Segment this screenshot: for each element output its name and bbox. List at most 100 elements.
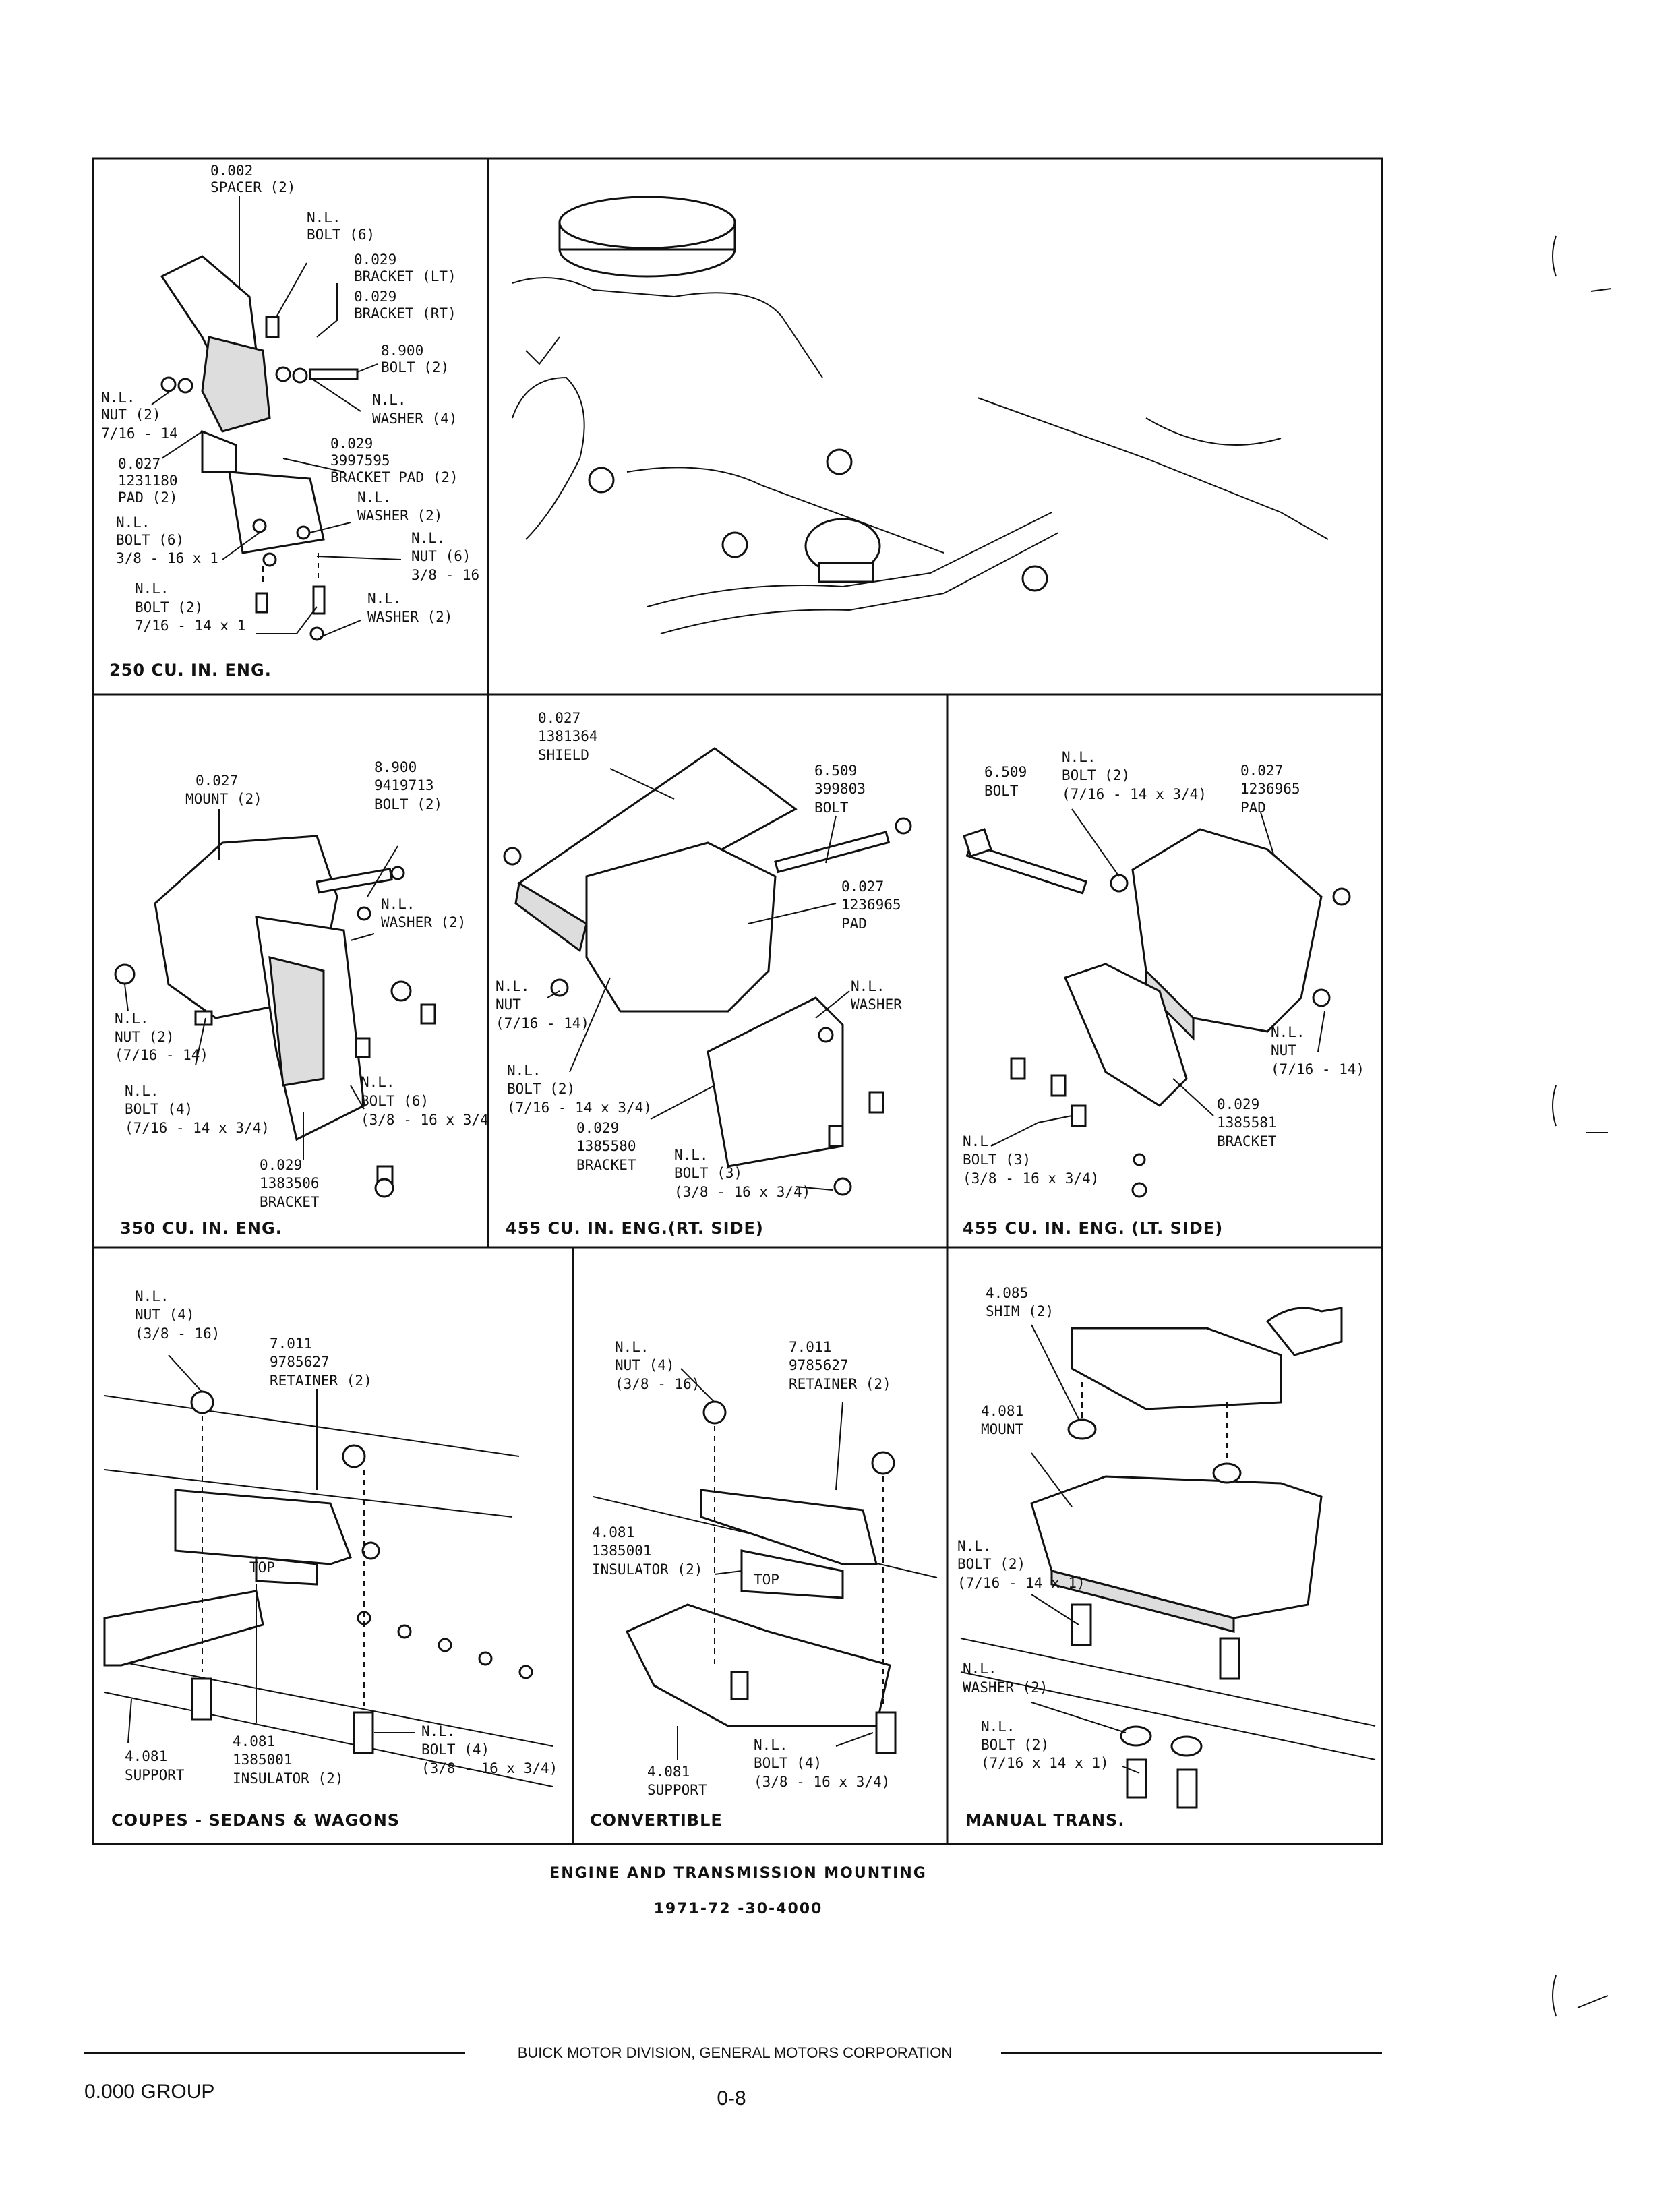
label: 1231180 xyxy=(118,473,178,489)
label: WASHER (2) xyxy=(381,914,466,930)
crossmember-convertible-drawing: TOP xyxy=(593,1400,938,1754)
panel-overview xyxy=(512,196,1329,634)
label: 0.029 xyxy=(354,289,396,305)
label: 399803 xyxy=(814,781,866,797)
label: PAD xyxy=(841,916,867,932)
label: BOLT (3) xyxy=(963,1152,1031,1168)
binder-marks xyxy=(1552,235,1612,2017)
panel-frames xyxy=(92,157,1383,1845)
label: MOUNT xyxy=(981,1421,1024,1437)
label: N.L. xyxy=(615,1339,649,1355)
bracket-250-drawing xyxy=(160,255,359,641)
label: (7/16 - 14 x 3/4) xyxy=(1062,786,1207,802)
label: SUPPORT xyxy=(125,1767,185,1783)
labels-coupe: N.L. NUT (4) (3/8 - 16) 7.011 9785627 RE… xyxy=(125,1288,558,1787)
label: WASHER (2) xyxy=(963,1679,1048,1696)
panel-caption: 250 CU. IN. ENG. xyxy=(109,661,272,680)
label: 3/8 - 16 xyxy=(411,567,479,583)
label: 0.027 xyxy=(841,878,884,895)
label: N.L. xyxy=(957,1538,992,1554)
label: N.L. xyxy=(507,1063,541,1079)
label: N.L. xyxy=(496,978,530,994)
label: PAD xyxy=(1240,800,1266,816)
mount-455-lt-drawing xyxy=(963,828,1351,1198)
label: N.L. xyxy=(115,1011,149,1027)
label: SHIELD xyxy=(538,747,589,763)
panel-caption: 350 CU. IN. ENG. xyxy=(120,1219,282,1238)
label: (3/8 - 16) xyxy=(135,1325,220,1342)
labels-455-rt: 0.027 1381364 SHIELD 6.509 399803 BOLT 0… xyxy=(496,710,902,1200)
label: (7/16 - 14) xyxy=(496,1015,589,1032)
label: BOLT xyxy=(814,800,849,816)
label: SUPPORT xyxy=(647,1782,707,1798)
label: 1381364 xyxy=(538,728,598,744)
label: BOLT (4) xyxy=(754,1755,822,1771)
page-subtitle: 1971-72 -30-4000 xyxy=(654,1901,823,1917)
label: (3/8 - 16 x 3/4 xyxy=(361,1112,489,1128)
footer-group: 0.000 GROUP xyxy=(84,2081,214,2103)
label: N.L. xyxy=(411,530,446,546)
label: 1385580 xyxy=(576,1138,636,1154)
label: NUT (6) xyxy=(411,548,471,564)
label: 1383506 xyxy=(260,1175,320,1191)
label: 0.002 xyxy=(210,162,253,179)
top-mark: TOP xyxy=(754,1572,779,1588)
label: INSULATOR (2) xyxy=(233,1770,343,1787)
label: 0.029 xyxy=(576,1120,619,1136)
label: BRACKET (RT) xyxy=(354,305,456,322)
label: N.L. xyxy=(125,1083,159,1099)
label: (3/8 - 16 x 3/4) xyxy=(963,1170,1099,1187)
leaders-coupe xyxy=(127,1354,415,1743)
leaders-455-lt xyxy=(990,808,1325,1147)
label: RETAINER (2) xyxy=(270,1373,372,1389)
label: BOLT (3) xyxy=(674,1165,742,1181)
label: N.L. xyxy=(361,1074,395,1090)
panel-350: 0.027 MOUNT (2) 8.900 9419713 BOLT (2) N… xyxy=(114,759,489,1238)
label: 0.027 xyxy=(1240,763,1283,779)
panel-convertible: TOP N.L. NUT (4) (3/8 - 16) 7.011 978562… xyxy=(590,1339,938,1830)
label: (3/8 - 16 x 3/4) xyxy=(421,1760,558,1776)
label: WASHER (4) xyxy=(372,411,457,427)
label: BRACKET xyxy=(1217,1133,1277,1149)
label: 0.027 xyxy=(538,710,580,726)
label: 4.081 xyxy=(233,1733,275,1750)
panel-manual: 4.085 SHIM (2) 4.081 MOUNT N.L. BOLT (2)… xyxy=(957,1285,1376,1830)
panel-caption: CONVERTIBLE xyxy=(590,1811,723,1830)
leaders-455-rt xyxy=(547,768,850,1191)
label: 9419713 xyxy=(374,777,434,794)
label: 1236965 xyxy=(1240,781,1300,797)
label: NUT xyxy=(496,996,521,1013)
label: RETAINER (2) xyxy=(789,1376,891,1392)
labels-250: 0.002 SPACER (2) N.L. BOLT (6) 0.029 BRA… xyxy=(101,162,479,634)
labels-455-lt: 6.509 BOLT N.L. BOLT (2) (7/16 - 14 x 3/… xyxy=(963,749,1364,1187)
page-title: ENGINE AND TRANSMISSION MOUNTING xyxy=(549,1865,927,1882)
label: 4.081 xyxy=(125,1748,167,1764)
label: 0.029 xyxy=(330,436,373,452)
label: NUT xyxy=(1271,1042,1296,1058)
footer-company: BUICK MOTOR DIVISION, GENERAL MOTORS COR… xyxy=(518,2044,953,2061)
label: INSULATOR (2) xyxy=(592,1561,702,1578)
label: N.L. xyxy=(421,1723,456,1739)
label: 4.085 xyxy=(986,1285,1028,1301)
label: 0.029 xyxy=(1217,1096,1259,1112)
label: WASHER (2) xyxy=(367,609,452,625)
label: NUT (4) xyxy=(135,1307,195,1323)
label: 9785627 xyxy=(270,1354,330,1370)
label: (7/16 - 14) xyxy=(1271,1061,1364,1077)
label: BRACKET (LT) xyxy=(354,268,456,285)
leaders-convertible xyxy=(677,1368,874,1760)
label: N.L. xyxy=(851,978,885,994)
label: 7/16 - 14 x 1 xyxy=(135,618,245,634)
label: N.L. xyxy=(1271,1024,1305,1040)
label: (3/8 - 16 x 3/4) xyxy=(674,1184,810,1200)
mount-manual-drawing xyxy=(960,1307,1376,1809)
label: BOLT (2) xyxy=(381,359,449,376)
label: BOLT (2) xyxy=(957,1556,1025,1572)
panel-caption: 455 CU. IN. ENG.(RT. SIDE) xyxy=(506,1219,764,1238)
label: BOLT (4) xyxy=(125,1101,193,1117)
label: SPACER (2) xyxy=(210,179,295,196)
label: N.L. xyxy=(357,489,392,506)
label: N.L. xyxy=(674,1147,709,1163)
label: NUT (2) xyxy=(101,407,161,423)
